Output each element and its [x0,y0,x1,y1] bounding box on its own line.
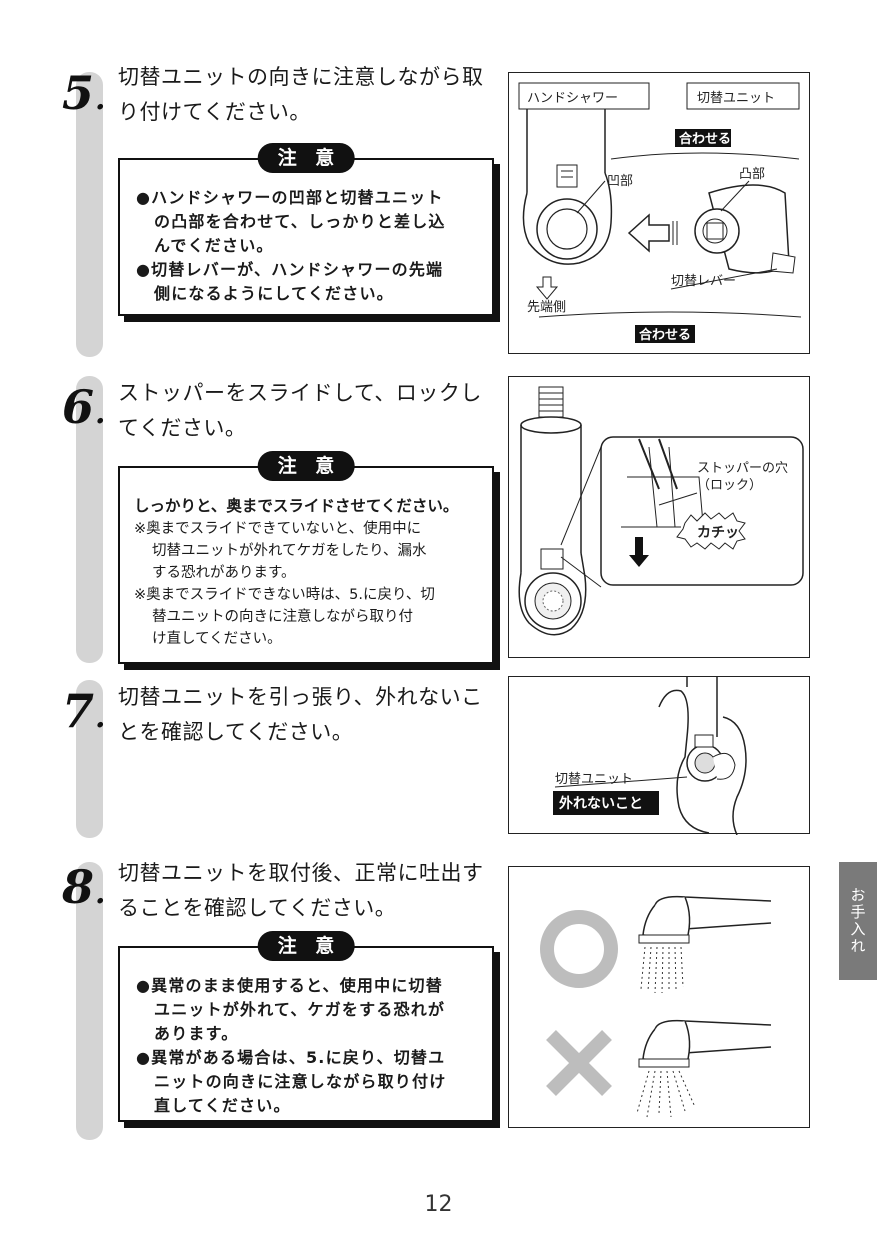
align-top-label: 合わせる [679,131,731,147]
step-7-illustration: 切替ユニット 外れないこと [553,677,747,835]
correct-circle-icon [540,910,618,988]
caution-title: 注 意 [257,451,355,481]
convex-label: 凸部 [739,167,765,182]
step-8-illustration [540,895,772,1118]
step-8-figure [508,866,810,1128]
caution-title: 注 意 [257,143,355,173]
click-label: カチッ [697,525,739,541]
step-6-bar [76,376,103,663]
step-7-number: 7. [62,684,106,738]
caution-body: ●異常のまま使用すると、使用中に切替 ユニットが外れて、ケガをする恐れが ありま… [136,976,447,1115]
step-5-instruction: 切替ユニットの向きに注意しながら取り付けてください。 [118,65,484,124]
caution-title: 注 意 [257,931,355,961]
step-7-figure: 切替ユニット 外れないこと [508,676,810,835]
side-tab-maintenance[interactable]: お手入れ [839,862,877,980]
lever-label: 切替レバー [671,274,736,289]
switch-unit-label: 切替ユニット [555,772,633,787]
stopper-hole-label: ストッパーの穴 [697,461,788,476]
caution-body: しっかりと、奥までスライドさせてください。 ※奥までスライドできていないと、使用… [134,497,459,647]
not-come-off-label: 外れないこと [559,795,643,812]
align-bottom-label: 合わせる [639,327,691,343]
hand-shower-label: ハンドシャワー [527,91,618,106]
step-6-instruction: ストッパーをスライドして、ロックしてください。 [118,381,482,440]
lock-label: （ロック） [697,478,762,493]
switch-unit-label: 切替ユニット [697,91,775,106]
caution-body: ●ハンドシャワーの凹部と切替ユニット の凸部を合わせて、しっかりと差し込 んでく… [136,188,446,303]
step-7-bar [76,680,103,838]
step-7-instruction: 切替ユニットを引っ張り、外れないことを確認してください。 [118,685,483,744]
step-8-bar [76,862,103,1140]
step-8-instruction: 切替ユニットを取付後、正常に吐出することを確認してください。 [118,861,484,920]
concave-label: 凹部 [607,174,633,189]
step-5-caution-box: 注 意 ●ハンドシャワーの凹部と切替ユニット の凸部を合わせて、しっかりと差し込… [118,143,494,316]
step-8-number: 8. [62,860,106,914]
step-6-illustration: ストッパーの穴 （ロック） カチッ [518,386,804,636]
step-6-caution-box: 注 意 しっかりと、奥までスライドさせてください。 ※奥までスライドできていない… [118,451,494,664]
wrong-cross-icon [546,1030,612,1096]
step-6-figure: ストッパーの穴 （ロック） カチッ [508,376,810,658]
step-6-number: 6. [62,380,106,434]
tip-side-label: 先端側 [527,300,566,315]
step-5-figure: ハンドシャワー 切替ユニット 凹部 合わせる 凸部 切替レバー 先端側 合 [508,72,810,354]
step-5-number: 5. [62,66,106,120]
page-number: 12 [424,1192,453,1217]
step-8-caution-box: 注 意 ●異常のまま使用すると、使用中に切替 ユニットが外れて、ケガをする恐れが… [118,931,494,1122]
step-5-bar [76,72,103,357]
step-5-illustration: ハンドシャワー 切替ユニット 凹部 合わせる 凸部 切替レバー 先端側 合 [518,82,802,343]
